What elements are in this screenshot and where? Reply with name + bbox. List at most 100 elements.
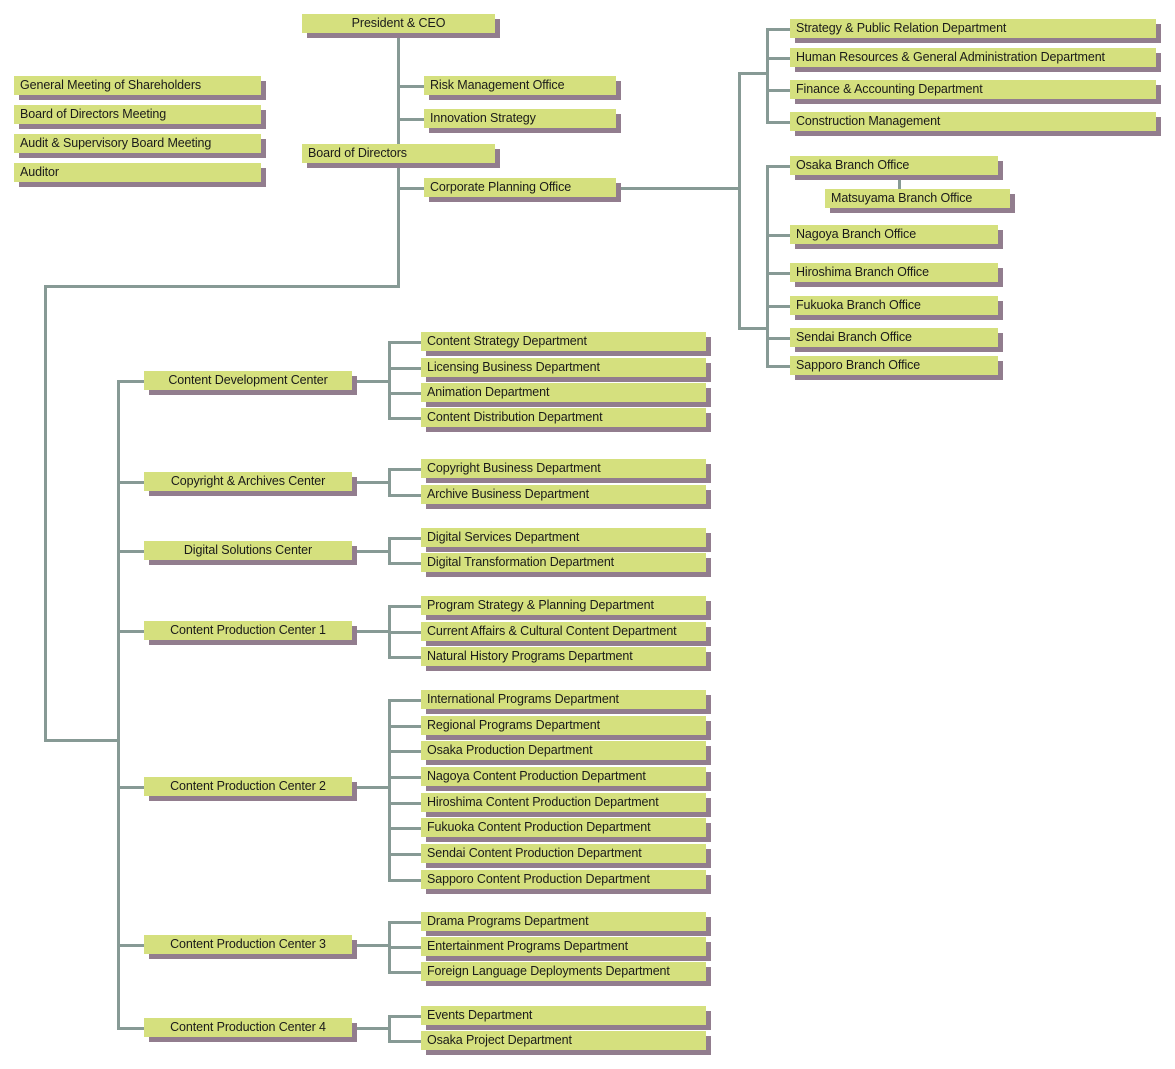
node-board-of-directors[interactable]: Board of Directors bbox=[302, 144, 495, 163]
node-digital-solutions-center[interactable]: Digital Solutions Center bbox=[144, 541, 352, 560]
node-content-strategy-department[interactable]: Content Strategy Department bbox=[421, 332, 706, 351]
node-foreign-language-deployments-department[interactable]: Foreign Language Deployments Department bbox=[421, 962, 706, 981]
node-corporate-planning-office[interactable]: Corporate Planning Office bbox=[424, 178, 616, 197]
connector-stub-dept-0 bbox=[766, 28, 791, 31]
node-content-production-center-3[interactable]: Content Production Center 3 bbox=[144, 935, 352, 954]
connector-leaf-5-0 bbox=[388, 921, 421, 924]
connector-stub-branch-3 bbox=[766, 305, 791, 308]
node-osaka-branch-office[interactable]: Osaka Branch Office bbox=[790, 156, 998, 175]
node-entertainment-programs-department[interactable]: Entertainment Programs Department bbox=[421, 937, 706, 956]
node-sapporo-branch-office[interactable]: Sapporo Branch Office bbox=[790, 356, 998, 375]
node-archive-business-department[interactable]: Archive Business Department bbox=[421, 485, 706, 504]
node-hiroshima-content-production-department[interactable]: Hiroshima Content Production Department bbox=[421, 793, 706, 812]
connector-leaf-5-1 bbox=[388, 946, 421, 949]
node-copyright-archives-center[interactable]: Copyright & Archives Center bbox=[144, 472, 352, 491]
node-sendai-content-production-department[interactable]: Sendai Content Production Department bbox=[421, 844, 706, 863]
node-content-development-center[interactable]: Content Development Center bbox=[144, 371, 352, 390]
connector-departments-spine bbox=[766, 28, 769, 122]
node-copyright-business-department[interactable]: Copyright Business Department bbox=[421, 459, 706, 478]
connector-stub-risk bbox=[397, 85, 425, 88]
connector-elbow-bottom bbox=[44, 285, 400, 288]
node-finance-accounting-department[interactable]: Finance & Accounting Department bbox=[790, 80, 1156, 99]
node-regional-programs-department[interactable]: Regional Programs Department bbox=[421, 716, 706, 735]
connector-stub-branch-5 bbox=[766, 365, 791, 368]
connector-stub-innovation bbox=[397, 118, 425, 121]
connector-leaf-4-5 bbox=[388, 827, 421, 830]
connector-stub-dept-2 bbox=[766, 89, 791, 92]
node-strategy-public-relation-department[interactable]: Strategy & Public Relation Department bbox=[790, 19, 1156, 38]
connector-stub-center-5 bbox=[117, 944, 145, 947]
node-nagoya-content-production-department[interactable]: Nagoya Content Production Department bbox=[421, 767, 706, 786]
connector-leaf-2-0 bbox=[388, 537, 421, 540]
connector-leaf-4-3 bbox=[388, 776, 421, 779]
node-content-distribution-department[interactable]: Content Distribution Department bbox=[421, 408, 706, 427]
connector-branches-spine bbox=[766, 165, 769, 366]
node-hiroshima-branch-office[interactable]: Hiroshima Branch Office bbox=[790, 263, 998, 282]
node-content-production-center-1[interactable]: Content Production Center 1 bbox=[144, 621, 352, 640]
connector-stub-center-2 bbox=[117, 550, 145, 553]
connector-stub-dept-3 bbox=[766, 121, 791, 124]
node-licensing-business-department[interactable]: Licensing Business Department bbox=[421, 358, 706, 377]
node-auditor[interactable]: Auditor bbox=[14, 163, 261, 182]
node-president-ceo[interactable]: President & CEO bbox=[302, 14, 495, 33]
connector-right-trunk-bottom bbox=[738, 327, 769, 330]
connector-leaf-4-4 bbox=[388, 802, 421, 805]
node-osaka-project-department[interactable]: Osaka Project Department bbox=[421, 1031, 706, 1050]
connector-leaf-6-1 bbox=[388, 1040, 421, 1043]
node-construction-management[interactable]: Construction Management bbox=[790, 112, 1156, 131]
node-current-affairs-cultural-content-department[interactable]: Current Affairs & Cultural Content Depar… bbox=[421, 622, 706, 641]
connector-right-trunk bbox=[738, 72, 741, 330]
connector-leaf-0-0 bbox=[388, 341, 421, 344]
node-risk-management-office[interactable]: Risk Management Office bbox=[424, 76, 616, 95]
node-digital-transformation-department[interactable]: Digital Transformation Department bbox=[421, 553, 706, 572]
connector-center-4-spine bbox=[388, 699, 391, 879]
node-osaka-production-department[interactable]: Osaka Production Department bbox=[421, 741, 706, 760]
node-program-strategy-planning-department[interactable]: Program Strategy & Planning Department bbox=[421, 596, 706, 615]
connector-stub-branch-4 bbox=[766, 337, 791, 340]
connector-center-5-link bbox=[352, 944, 391, 947]
node-board-of-directors-meeting[interactable]: Board of Directors Meeting bbox=[14, 105, 261, 124]
connector-stub-branch-2 bbox=[766, 272, 791, 275]
connector-stub-center-3 bbox=[117, 630, 145, 633]
connector-stub-branch-1 bbox=[766, 234, 791, 237]
node-events-department[interactable]: Events Department bbox=[421, 1006, 706, 1025]
connector-center-1-link bbox=[352, 481, 391, 484]
node-fukuoka-branch-office[interactable]: Fukuoka Branch Office bbox=[790, 296, 998, 315]
node-drama-programs-department[interactable]: Drama Programs Department bbox=[421, 912, 706, 931]
node-animation-department[interactable]: Animation Department bbox=[421, 383, 706, 402]
node-innovation-strategy[interactable]: Innovation Strategy bbox=[424, 109, 616, 128]
node-general-meeting-of-shareholders[interactable]: General Meeting of Shareholders bbox=[14, 76, 261, 95]
node-sapporo-content-production-department[interactable]: Sapporo Content Production Department bbox=[421, 870, 706, 889]
connector-leaf-3-0 bbox=[388, 605, 421, 608]
connector-leaf-1-1 bbox=[388, 494, 421, 497]
connector-leaf-1-0 bbox=[388, 468, 421, 471]
node-human-resources-general-administration-department[interactable]: Human Resources & General Administration… bbox=[790, 48, 1156, 67]
connector-leaf-4-1 bbox=[388, 725, 421, 728]
node-sendai-branch-office[interactable]: Sendai Branch Office bbox=[790, 328, 998, 347]
node-fukuoka-content-production-department[interactable]: Fukuoka Content Production Department bbox=[421, 818, 706, 837]
connector-leaf-4-0 bbox=[388, 699, 421, 702]
node-content-production-center-4[interactable]: Content Production Center 4 bbox=[144, 1018, 352, 1037]
connector-stub-corporate-planning bbox=[397, 187, 425, 190]
connector-stub-center-0 bbox=[117, 380, 145, 383]
node-matsuyama-branch-office[interactable]: Matsuyama Branch Office bbox=[825, 189, 1010, 208]
node-nagoya-branch-office[interactable]: Nagoya Branch Office bbox=[790, 225, 998, 244]
connector-left-spine-foot bbox=[44, 739, 120, 742]
connector-center-2-spine bbox=[388, 537, 391, 564]
connector-leaf-0-1 bbox=[388, 367, 421, 370]
node-digital-services-department[interactable]: Digital Services Department bbox=[421, 528, 706, 547]
connector-center-6-link bbox=[352, 1027, 391, 1030]
connector-center-4-link bbox=[352, 786, 391, 789]
connector-leaf-4-6 bbox=[388, 853, 421, 856]
connector-leaf-0-3 bbox=[388, 417, 421, 420]
node-international-programs-department[interactable]: International Programs Department bbox=[421, 690, 706, 709]
node-natural-history-programs-department[interactable]: Natural History Programs Department bbox=[421, 647, 706, 666]
connector-center-1-spine bbox=[388, 468, 391, 495]
connector-stub-dept-1 bbox=[766, 57, 791, 60]
node-content-production-center-2[interactable]: Content Production Center 2 bbox=[144, 777, 352, 796]
node-audit-supervisory-board-meeting[interactable]: Audit & Supervisory Board Meeting bbox=[14, 134, 261, 153]
connector-stub-center-6 bbox=[117, 1027, 145, 1030]
connector-leaf-0-2 bbox=[388, 392, 421, 395]
connector-planning-to-right bbox=[618, 187, 741, 190]
